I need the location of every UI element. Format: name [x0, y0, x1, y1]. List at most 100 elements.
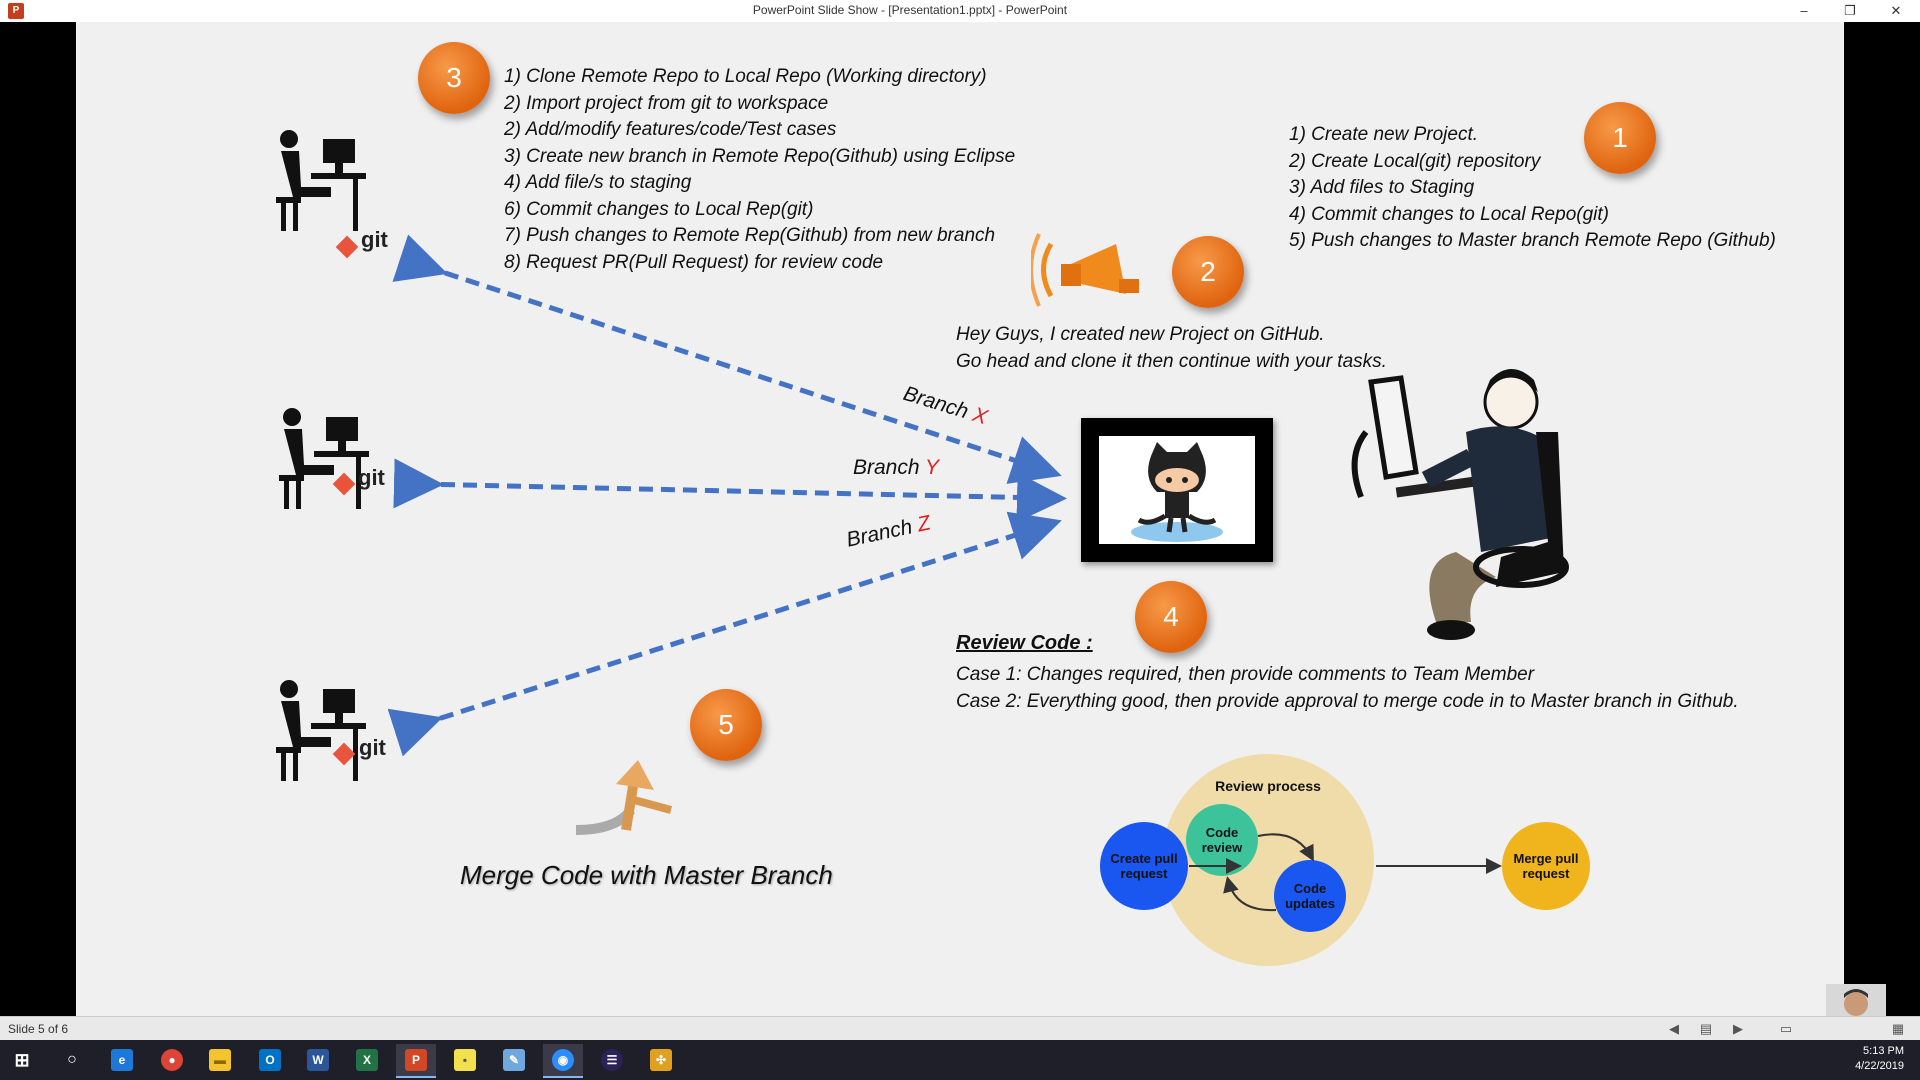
developer-desk-icon	[279, 408, 369, 509]
create-pull-request-node: Create pull request	[1100, 822, 1188, 910]
steps-3-line: 2) Import project from git to workspace	[504, 92, 829, 114]
steps-3-line: 4) Add file/s to staging	[504, 172, 692, 193]
announcement-line: Hey Guys, I created new Project on GitHu…	[956, 324, 1325, 345]
slideshow-statusbar: Slide 5 of 6 ◀ ▤ ▶ ▭ ▦	[0, 1016, 1920, 1041]
restore-button[interactable]: ❐	[1844, 3, 1856, 18]
merge-pull-request-node: Merge pull request	[1502, 822, 1590, 910]
previous-slide-icon[interactable]: ◀	[1669, 1021, 1679, 1036]
step-badge-4: 4	[1135, 581, 1207, 653]
powerpoint-icon: P	[405, 1049, 427, 1071]
chrome-icon: ●	[161, 1049, 183, 1071]
branch-y-arrow	[393, 458, 1067, 523]
outlook-icon: O	[259, 1049, 281, 1071]
taskbar-file-explorer[interactable]: ▬	[200, 1044, 240, 1076]
window-title: PowerPoint Slide Show - [Presentation1.p…	[752, 3, 1068, 17]
steps-1-line: 5) Push changes to Master branch Remote …	[1289, 230, 1776, 251]
step-badge-3: 3	[418, 42, 490, 114]
clock-time: 5:13 PM	[1863, 1045, 1904, 1057]
steps-3-line: 2) Add/modify features/code/Test cases	[504, 119, 837, 140]
code-updates-node: Code updates	[1274, 860, 1346, 932]
cortana-search-button[interactable]: ○	[52, 1044, 92, 1076]
review-case-line: Case 2: Everything good, then provide ap…	[956, 690, 1739, 712]
steps-3-line: 1) Clone Remote Repo to Local Repo (Work…	[504, 66, 987, 87]
steps-1-list: 1) Create new Project. 2) Create Local(g…	[1289, 122, 1776, 255]
slide-menu-icon[interactable]: ▤	[1699, 1021, 1713, 1036]
step-badge-5: 5	[690, 689, 762, 761]
branch-z-arrow	[387, 511, 1062, 757]
cortana-icon: ○	[67, 1051, 77, 1068]
sticky-notes-icon: ▪	[454, 1049, 476, 1071]
reading-view-icon[interactable]: ▦	[1891, 1021, 1905, 1036]
next-slide-icon[interactable]: ▶	[1733, 1021, 1743, 1036]
taskbar-excel[interactable]: X	[347, 1044, 387, 1076]
announcement: Hey Guys, I created new Project on GitHu…	[956, 322, 1387, 375]
steps-3-line: 3) Create new branch in Remote Repo(Gith…	[504, 145, 1016, 167]
steps-3-line: 8) Request PR(Pull Request) for review c…	[504, 251, 884, 273]
branch-y-label: Branch Y	[853, 456, 939, 480]
close-button[interactable]: ✕	[1890, 3, 1902, 18]
developer-1: git	[271, 127, 421, 259]
taskbar-edge[interactable]: e	[102, 1044, 142, 1076]
slideshow-stage: 3 1) Clone Remote Repo to Local Repo (Wo…	[0, 22, 1920, 1026]
branch-arrows	[387, 234, 1067, 757]
steps-1-line: 4) Commit changes to Local Repo(git)	[1289, 203, 1609, 225]
megaphone-icon	[1031, 233, 1139, 307]
notepad-icon: ✎	[503, 1049, 525, 1071]
developer-3: git	[271, 677, 421, 807]
step-badge-2: 2	[1172, 236, 1244, 308]
zoom-icon: ◉	[552, 1049, 574, 1071]
taskbar-zoom[interactable]: ◉	[543, 1044, 583, 1078]
steps-3-list: 1) Clone Remote Repo to Local Repo (Work…	[504, 64, 1015, 276]
octocat-icon	[1131, 442, 1223, 542]
taskbar-eclipse[interactable]: ☰	[592, 1044, 632, 1076]
review-code-title: Review Code :	[956, 632, 1093, 654]
folder-icon: ▬	[209, 1049, 231, 1071]
steps-3-line: 7) Push changes to Remote Rep(Github) fr…	[504, 225, 996, 246]
start-button[interactable]: ⊞	[2, 1044, 42, 1076]
clock-date: 4/22/2019	[1855, 1060, 1904, 1072]
review-case-line: Case 1: Changes required, then provide c…	[956, 664, 1535, 685]
excel-icon: X	[356, 1049, 378, 1071]
steps-1-line: 1) Create new Project.	[1289, 124, 1479, 145]
branch-x-arrow	[392, 234, 1062, 484]
review-process-flow: Review process Create pull request Code …	[1006, 736, 1606, 976]
code-review-node: Code review	[1186, 804, 1258, 876]
steps-1-line: 3) Add files to Staging	[1289, 177, 1475, 198]
steps-1-line: 2) Create Local(git) repository	[1289, 150, 1541, 172]
normal-view-icon[interactable]: ▭	[1779, 1021, 1793, 1036]
powerpoint-app-icon[interactable]: P	[8, 3, 24, 19]
network-tool-icon: ✣	[650, 1049, 672, 1071]
review-process-label: Review process	[1215, 778, 1321, 794]
slide-canvas[interactable]: 3 1) Clone Remote Repo to Local Repo (Wo…	[76, 22, 1844, 1018]
minimize-button[interactable]: –	[1800, 3, 1808, 18]
developer-2: git	[274, 405, 424, 535]
developer-desk-icon	[276, 680, 366, 781]
taskbar-network-tool[interactable]: ✣	[641, 1044, 681, 1076]
flow-arrows	[1189, 833, 1502, 912]
taskbar-sticky-notes[interactable]: ▪	[445, 1044, 485, 1076]
lead-developer-illustration	[1351, 369, 1569, 640]
steps-3-line: 6) Commit changes to Local Rep(git)	[504, 198, 814, 220]
word-icon: W	[307, 1049, 329, 1071]
taskbar-notepad[interactable]: ✎	[494, 1044, 534, 1076]
merge-arrow-icon	[576, 760, 673, 835]
branch-letter: Y	[925, 456, 940, 479]
system-clock[interactable]: 5:13 PM 4/22/2019	[1855, 1044, 1904, 1074]
git-label: git	[359, 735, 386, 760]
announcement-line: Go head and clone it then continue with …	[956, 350, 1387, 372]
taskbar-chrome[interactable]: ●	[152, 1044, 192, 1076]
branch-prefix: Branch	[853, 456, 925, 479]
git-label: git	[361, 227, 388, 252]
merge-caption: Merge Code with Master Branch	[460, 860, 833, 890]
git-logo-icon	[335, 235, 359, 259]
review-cases: Case 1: Changes required, then provide c…	[956, 662, 1739, 715]
taskbar-word[interactable]: W	[298, 1044, 338, 1076]
edge-icon: e	[111, 1049, 133, 1071]
developer-desk-icon	[276, 130, 366, 231]
taskbar-outlook[interactable]: O	[250, 1044, 290, 1076]
taskbar-powerpoint[interactable]: P	[396, 1044, 436, 1078]
slide-counter: Slide 5 of 6	[8, 1022, 69, 1036]
step-badge-1: 1	[1584, 102, 1656, 174]
github-octocat-frame	[1081, 418, 1273, 562]
git-label: git	[358, 465, 385, 490]
